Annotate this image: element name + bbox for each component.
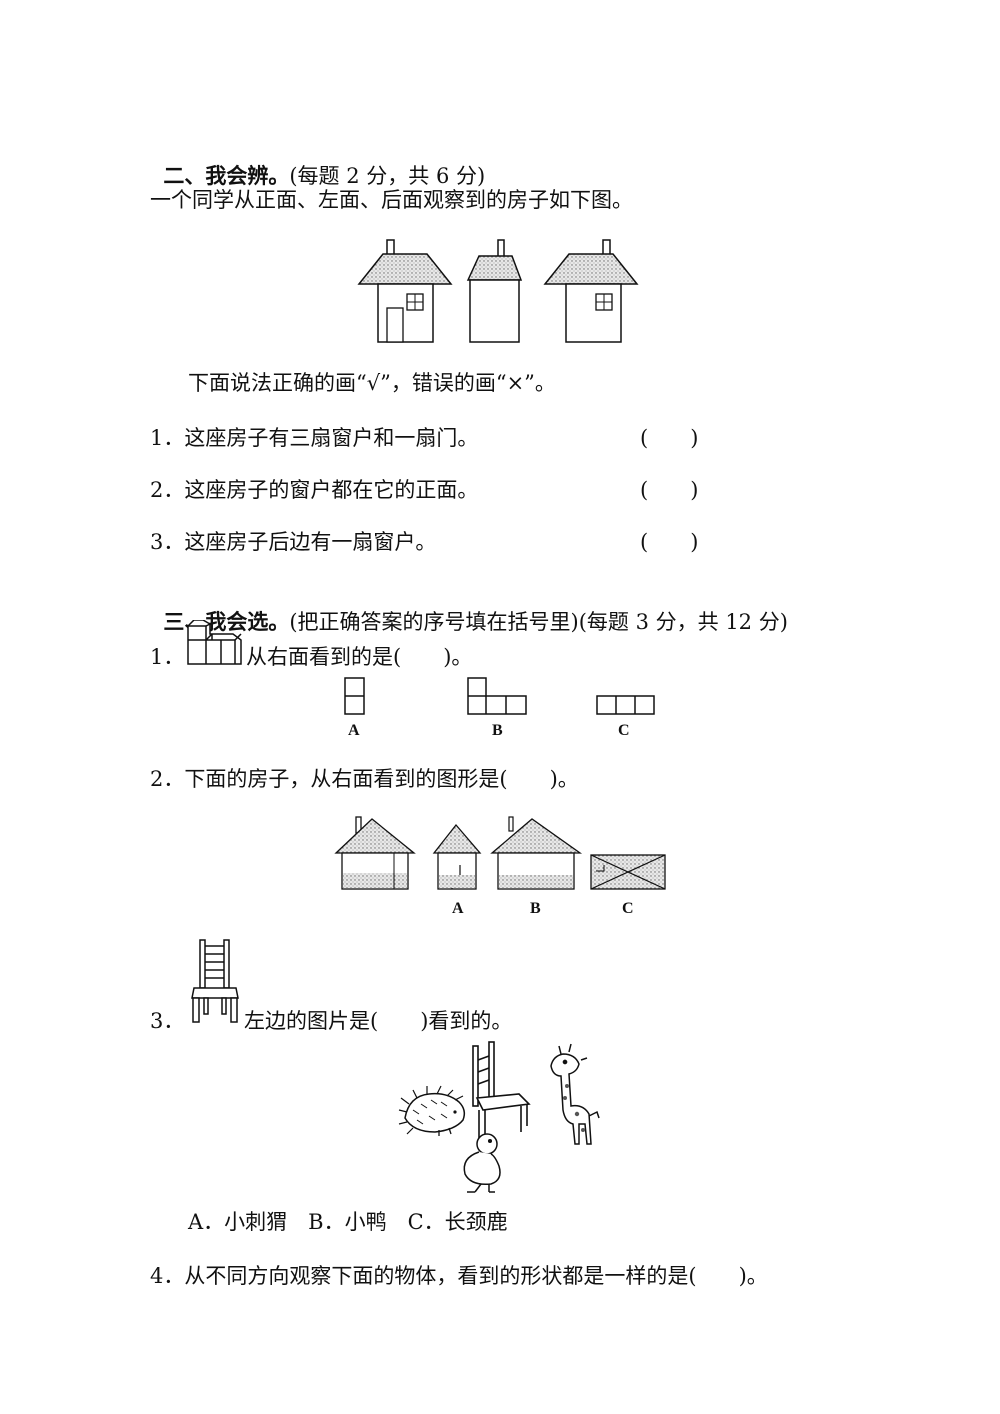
section2-title: 二、我会辨。 — [163, 163, 290, 188]
s2-item-3-answer[interactable]: ( ) — [640, 530, 699, 554]
q4-text-line: 4．从不同方向观察下面的物体，看到的形状都是一样的是( )。 — [150, 1264, 768, 1288]
section2-instruction: 下面说法正确的画“√”，错误的画“×”。 — [188, 371, 556, 395]
house-views-figure — [357, 239, 639, 343]
q1-block-figure — [187, 620, 242, 665]
q3-text: 左边的图片是( )看到的。 — [244, 1009, 513, 1033]
q2-house-figure — [334, 816, 666, 890]
q1-option-c-shape — [596, 695, 655, 715]
section3-heading: 三、我会选。(把正确答案的序号填在括号里)(每题 3 分，共 12 分) — [150, 580, 788, 636]
section2-score: (每题 2 分，共 6 分) — [289, 164, 486, 188]
section2-heading: 二、我会辨。(每题 2 分，共 6 分) — [150, 134, 485, 190]
s2-item-1: 1．这座房子有三扇窗户和一扇门。 — [150, 426, 479, 450]
chair-back-view-figure — [191, 939, 239, 1023]
q2-option-c-shape — [590, 854, 666, 890]
q2-text-line: 2．下面的房子，从右面看到的图形是( )。 — [150, 767, 579, 791]
q2-option-a[interactable]: A — [452, 900, 464, 917]
q1-number: 1． — [150, 645, 185, 669]
house-back-view — [543, 239, 639, 343]
q2-option-b[interactable]: B — [530, 900, 541, 917]
q3-choices[interactable]: A．小刺猬 B．小鸭 C．长颈鹿 — [188, 1210, 508, 1234]
chair-icon — [472, 1041, 531, 1138]
duckling-icon — [463, 1133, 501, 1193]
q2-option-c[interactable]: C — [622, 900, 634, 917]
house-left-view — [466, 239, 523, 343]
section3-score: (把正确答案的序号填在括号里)(每题 3 分，共 12 分) — [289, 610, 788, 634]
s2-item-2-answer[interactable]: ( ) — [640, 478, 699, 502]
s2-item-1-answer[interactable]: ( ) — [640, 426, 699, 450]
s2-item-2: 2．这座房子的窗户都在它的正面。 — [150, 478, 479, 502]
q1-option-a-shape — [344, 677, 365, 715]
q2-option-b-shape — [490, 816, 583, 890]
q1-option-b[interactable]: B — [492, 722, 503, 739]
q2-option-a-shape — [432, 823, 482, 890]
q2-main-house — [334, 816, 416, 890]
q1-option-a[interactable]: A — [348, 722, 360, 739]
section3-title: 三、我会选。 — [163, 609, 290, 634]
q1-option-b-shape — [467, 677, 527, 715]
house-front-view — [357, 239, 453, 343]
section2-intro: 一个同学从正面、左面、后面观察到的房子如下图。 — [150, 188, 633, 212]
s2-item-3: 3．这座房子后边有一扇窗户。 — [150, 530, 437, 554]
q1-option-c[interactable]: C — [618, 722, 630, 739]
q1-text: 从右面看到的是( )。 — [246, 645, 473, 669]
q3-number: 3． — [150, 1009, 185, 1033]
q1-options-figure — [344, 677, 655, 715]
giraffe-icon — [550, 1043, 600, 1145]
q3-animals-figure — [398, 1041, 600, 1193]
hedgehog-icon — [398, 1085, 466, 1136]
